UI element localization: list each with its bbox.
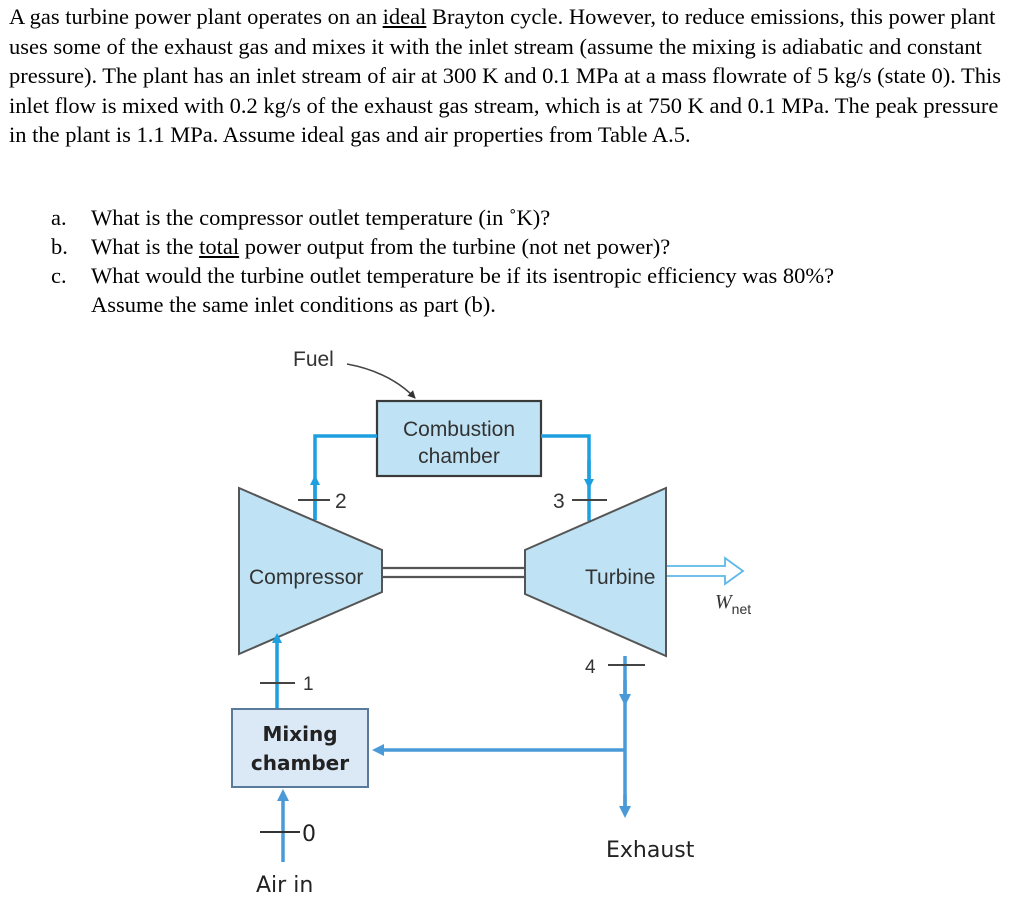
question-list: a. What is the compressor outlet tempera… — [51, 203, 1011, 319]
state-label-4: 4 — [585, 657, 596, 678]
problem-text-1: A gas turbine power plant operates on an — [9, 4, 383, 29]
question-a: a. What is the compressor outlet tempera… — [51, 203, 1011, 232]
turbine — [524, 486, 667, 658]
state-label-1: 1 — [303, 674, 314, 695]
combustion-label-line2: chamber — [418, 445, 500, 468]
combustion-label-line1: Combustion — [403, 418, 515, 441]
question-text-part: What is the — [91, 234, 200, 259]
question-letter: b. — [51, 234, 68, 259]
air-in-label: Air in — [256, 873, 313, 898]
question-letter: c. — [51, 263, 67, 288]
question-text-line: What would the turbine outlet temperatur… — [91, 263, 835, 288]
turbine-label: Turbine — [585, 566, 655, 589]
state-label-3: 3 — [553, 490, 565, 513]
mixing-label-line1: Mixing — [262, 722, 337, 746]
fuel-label: Fuel — [293, 348, 334, 371]
problem-text-2: Brayton cycle. However, to reduce emissi… — [9, 4, 1002, 147]
question-text: What is the compressor outlet temperatur… — [91, 205, 551, 230]
underlined-total: total — [199, 234, 240, 259]
question-text: What would the turbine outlet temperatur… — [91, 261, 1011, 319]
compressor-label: Compressor — [249, 566, 363, 589]
wnet-main: W — [715, 591, 734, 613]
exhaust-label: Exhaust — [606, 838, 695, 863]
question-c: c. What would the turbine outlet tempera… — [51, 261, 1011, 319]
wnet-label: Wnet — [715, 591, 751, 617]
work-output-arrow-icon — [667, 556, 745, 586]
combustion-chamber — [375, 399, 543, 478]
mixing-chamber — [231, 708, 369, 788]
state-label-2: 2 — [335, 490, 347, 513]
state-label-0: 0 — [302, 822, 316, 847]
question-text-part: power output from the turbine (not net p… — [239, 234, 671, 259]
underlined-ideal: ideal — [382, 4, 427, 29]
question-b: b. What is the total power output from t… — [51, 232, 1011, 261]
question-text: What is the total power output from the … — [91, 232, 1011, 261]
wnet-subscript: net — [732, 601, 752, 617]
question-letter: a. — [51, 205, 67, 230]
fuel-arrow-icon — [346, 363, 416, 399]
compressor — [238, 486, 383, 656]
flow-line-combustion-to-3 — [541, 434, 591, 521]
mixing-label-line2: chamber — [251, 751, 349, 775]
question-text-line: Assume the same inlet conditions as part… — [91, 292, 496, 317]
problem-statement: A gas turbine power plant operates on an… — [9, 2, 1019, 150]
